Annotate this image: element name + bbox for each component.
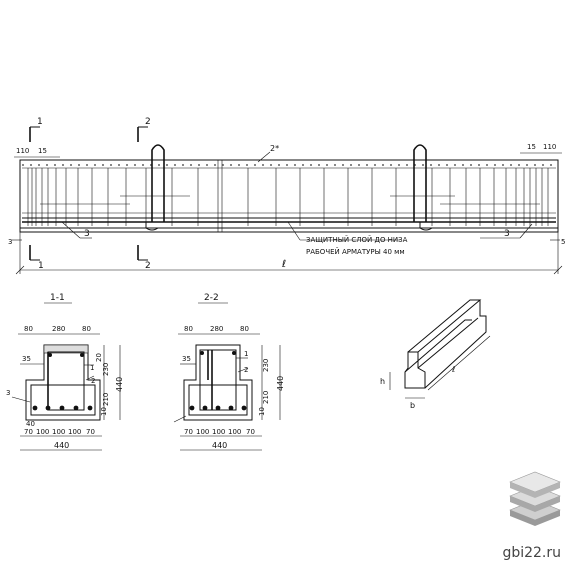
s22-bot-dim-3: 100 [212, 428, 225, 436]
callout-bar-3-right: 3 [504, 229, 510, 239]
s11-bot-dim-1: 70 [24, 428, 33, 436]
s11-total-width: 440 [54, 441, 69, 450]
dim-3-left: 3 [8, 238, 12, 246]
section-2-2-title: 2-2 [204, 293, 219, 303]
cut-1-bottom-label: 1 [38, 261, 44, 271]
s11-top-dim-1: 80 [24, 325, 33, 333]
s22-callout-2: 2 [244, 366, 248, 374]
s22-right-dim-230: 230 [262, 359, 270, 372]
s22-bot-dim-1: 70 [184, 428, 193, 436]
cover-note-line1: ЗАЩИТНЫЙ СЛОЙ ДО НИЗА [306, 235, 408, 244]
s11-right-dim-230: 230 [102, 363, 110, 376]
cut-mark-1-top: 1 [29, 117, 43, 142]
cut-mark-2-top: 2 [137, 117, 151, 142]
cut-mark-2-bottom: 2 [137, 245, 151, 271]
s11-callout-3: 3 [6, 389, 10, 397]
dim-110-left: 110 [16, 147, 29, 155]
dim-15-left: 15 [38, 147, 47, 155]
s22-bot-dim-4: 100 [228, 428, 241, 436]
lifting-loop-left [151, 144, 165, 222]
s11-right-dim-20: 20 [95, 353, 103, 362]
s22-total-width: 440 [212, 441, 227, 450]
s11-bot-dim-2: 100 [36, 428, 49, 436]
lifting-loop-right [413, 144, 427, 222]
section-1-1: 1-1 80 280 80 35 20 230 210 10 440 1 [6, 293, 124, 451]
s22-bot-dim-2: 100 [196, 428, 209, 436]
stirrups [27, 160, 549, 232]
s11-callout-2: 2 [91, 377, 95, 385]
s11-outline [25, 344, 101, 421]
cut-mark-1-bottom: 1 [29, 245, 44, 271]
callout-bar-2: 2* [270, 144, 279, 153]
cut-1-top-label: 1 [37, 117, 43, 127]
cut-2-bottom-label: 2 [145, 261, 151, 271]
s22-callout-1: 1 [244, 350, 248, 358]
s22-top-dim-1: 80 [184, 325, 193, 333]
s22-outline [183, 344, 253, 421]
beam-elevation: 1 2 1 2 110 15 15 110 [8, 117, 565, 275]
callout-bar-3-left: 3 [84, 229, 90, 239]
iso-h-label: h [380, 377, 385, 386]
cut-2-top-label: 2 [145, 117, 151, 127]
s11-top-dim-3: 80 [82, 325, 91, 333]
s11-top-dim-2: 280 [52, 325, 65, 333]
s11-right-dim-10: 10 [100, 407, 108, 416]
s22-right-dim-10: 10 [258, 407, 266, 416]
s11-bot-dim-4: 100 [68, 428, 81, 436]
s22-bot-dim-5: 70 [246, 428, 255, 436]
dim-5-right: 5 [561, 238, 565, 246]
dim-110-right: 110 [543, 143, 556, 151]
stacked-slabs-logo-icon [509, 471, 561, 526]
s11-bot-dim-5: 70 [86, 428, 95, 436]
cover-note-line2: РАБОЧЕЙ АРМАТУРЫ 40 мм [306, 247, 405, 256]
s11-callout-1: 1 [90, 364, 94, 372]
s22-top-dim-3: 80 [240, 325, 249, 333]
section-2-2: 2-2 80 280 80 35 230 210 10 440 1 2 70 [173, 293, 285, 451]
s22-right-dim-210: 210 [262, 391, 270, 404]
s11-dim-40: 40 [26, 420, 35, 428]
s22-rebars [189, 351, 247, 411]
dim-length: ℓ [282, 259, 286, 270]
s11-right-dim-210: 210 [102, 393, 110, 406]
beam-outline [19, 159, 559, 233]
s22-dim-35: 35 [182, 355, 191, 363]
dim-15-right: 15 [527, 143, 536, 151]
isometric-view: h b ℓ [380, 299, 491, 410]
s11-rebars [32, 353, 93, 411]
s11-bot-dim-3: 100 [52, 428, 65, 436]
iso-l-label: ℓ [451, 365, 455, 374]
section-1-1-title: 1-1 [50, 293, 65, 303]
s22-total-height: 440 [276, 376, 285, 391]
iso-b-label: b [410, 401, 415, 410]
s11-total-height: 440 [115, 377, 124, 392]
site-watermark: gbi22.ru [502, 545, 561, 561]
s22-top-dim-2: 280 [210, 325, 223, 333]
s11-dim-35: 35 [22, 355, 31, 363]
